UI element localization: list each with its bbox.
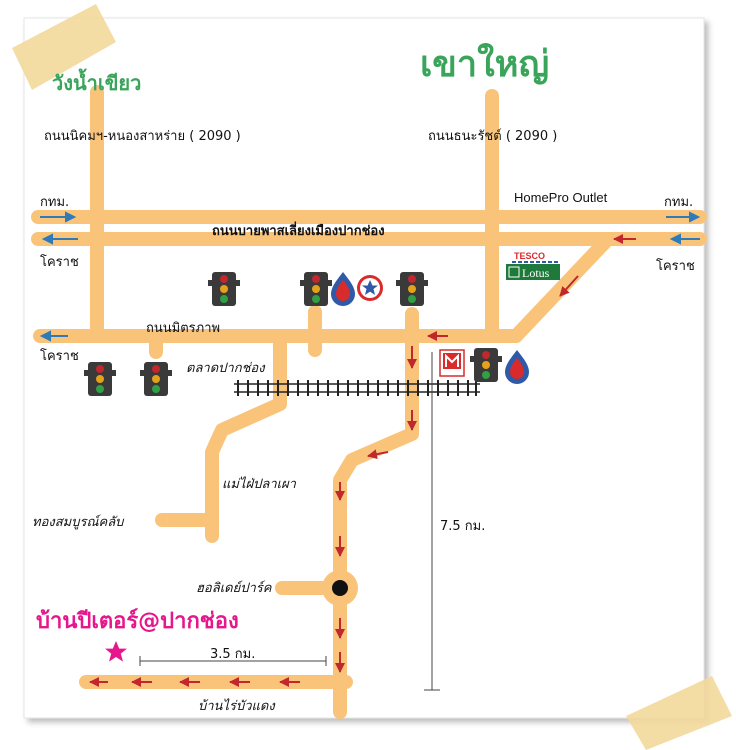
tesco-lotus-logo: TESCO Lotus bbox=[506, 251, 560, 280]
distance-main-label: 7.5 กม. bbox=[440, 519, 485, 534]
distance-markers bbox=[139, 352, 440, 691]
roads bbox=[31, 85, 707, 719]
destination-star-icon bbox=[105, 641, 127, 662]
blue-arrows bbox=[39, 211, 701, 342]
roundabout-icon bbox=[322, 570, 358, 606]
direction-korat-left-upper: โคราช bbox=[40, 254, 79, 270]
ptt-station-icon bbox=[331, 272, 355, 306]
direction-bkk-left: กทม. bbox=[40, 195, 69, 210]
direction-bkk-right: กทม. bbox=[664, 195, 693, 210]
landmark-ban-rai-bua-daeng: บ้านไร่บัวแดง bbox=[198, 698, 276, 714]
caltex-star-icon bbox=[357, 275, 383, 301]
tesco-label: TESCO bbox=[514, 251, 545, 261]
traffic-light-icon bbox=[300, 272, 332, 306]
road-label-nikhom: ถนนนิคมฯ-หนองสาหร่าย ( 2090 ) bbox=[44, 129, 241, 144]
railway-icon bbox=[234, 380, 480, 396]
place-khao-yai: เขาใหญ่ bbox=[420, 42, 549, 85]
makro-logo bbox=[439, 349, 465, 377]
tape-bottom-right bbox=[626, 676, 732, 750]
landmark-homepro-outlet: HomePro Outlet bbox=[514, 190, 608, 205]
direction-korat-left-lower: โคราช bbox=[40, 348, 79, 364]
landmark-mae-phai: แม่ไฝ่ปลาเผา bbox=[222, 476, 297, 492]
traffic-light-icon bbox=[84, 362, 116, 396]
place-destination: บ้านปีเตอร์@ปากช่อง bbox=[36, 608, 239, 634]
landmark-thong-somboon: ทองสมบูรณ์คลับ bbox=[32, 514, 125, 530]
route-arrows bbox=[89, 234, 636, 687]
road-label-thanarat: ถนนธนะรัชต์ ( 2090 ) bbox=[428, 128, 557, 144]
direction-korat-right: โคราช bbox=[656, 258, 695, 274]
road-label-mittraphap: ถนนมิตรภาพ bbox=[146, 321, 220, 336]
traffic-light-icon bbox=[470, 348, 502, 382]
road-mae-phai bbox=[205, 371, 287, 543]
distance-side-label: 3.5 กม. bbox=[210, 647, 255, 662]
tape-top-left bbox=[12, 4, 116, 90]
paper-card bbox=[23, 17, 705, 719]
traffic-light-icon bbox=[396, 272, 428, 306]
landmark-holiday-park: ฮอลิเดย์ปาร์ค bbox=[196, 580, 273, 596]
ptt-station-icon bbox=[505, 350, 529, 384]
place-wang-nam-khiao: วังน้ำเขียว bbox=[52, 68, 141, 95]
traffic-light-icon bbox=[208, 272, 240, 306]
lotus-label: Lotus bbox=[522, 266, 550, 280]
road-label-bypass: ถนนบายพาสเลี่ยงเมืองปากช่อง bbox=[212, 221, 385, 239]
traffic-light-icon bbox=[140, 362, 172, 396]
landmark-pakchong-market: ตลาดปากช่อง bbox=[186, 361, 266, 376]
